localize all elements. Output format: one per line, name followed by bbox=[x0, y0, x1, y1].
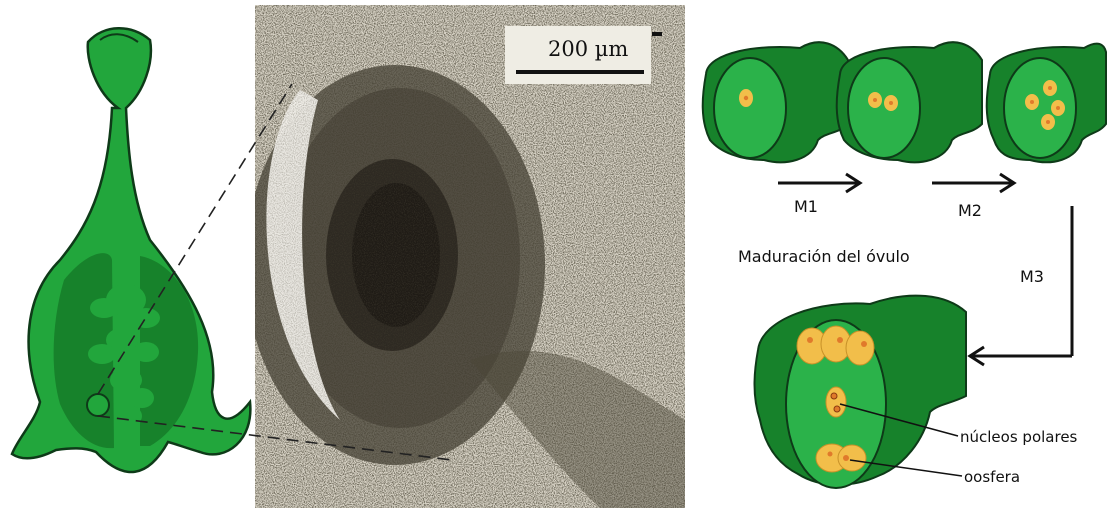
antipodal-cells bbox=[797, 326, 874, 365]
arrow-m2 bbox=[932, 174, 1014, 192]
polar-nuclei bbox=[826, 387, 846, 417]
stage-2-ovule bbox=[837, 42, 982, 162]
step-label-m3: M3 bbox=[1020, 267, 1044, 286]
arrow-m1 bbox=[778, 174, 860, 192]
label-polar-nuclei: núcleos polares bbox=[960, 428, 1078, 446]
selected-ovule bbox=[87, 394, 109, 416]
stage-3-ovule bbox=[987, 44, 1106, 163]
stage-1-ovule bbox=[703, 42, 848, 162]
micrograph: 200 µm bbox=[245, 5, 685, 508]
step-label-m2: M2 bbox=[958, 201, 982, 220]
egg-apparatus bbox=[816, 444, 866, 472]
pistil-diagram bbox=[12, 28, 250, 472]
diagram-title: Maduración del óvulo bbox=[738, 247, 910, 266]
label-egg-cell: oosfera bbox=[964, 468, 1020, 486]
mature-ovule bbox=[755, 296, 967, 488]
step-label-m1: M1 bbox=[794, 197, 818, 216]
scale-bar-label: 200 µm bbox=[548, 37, 628, 61]
